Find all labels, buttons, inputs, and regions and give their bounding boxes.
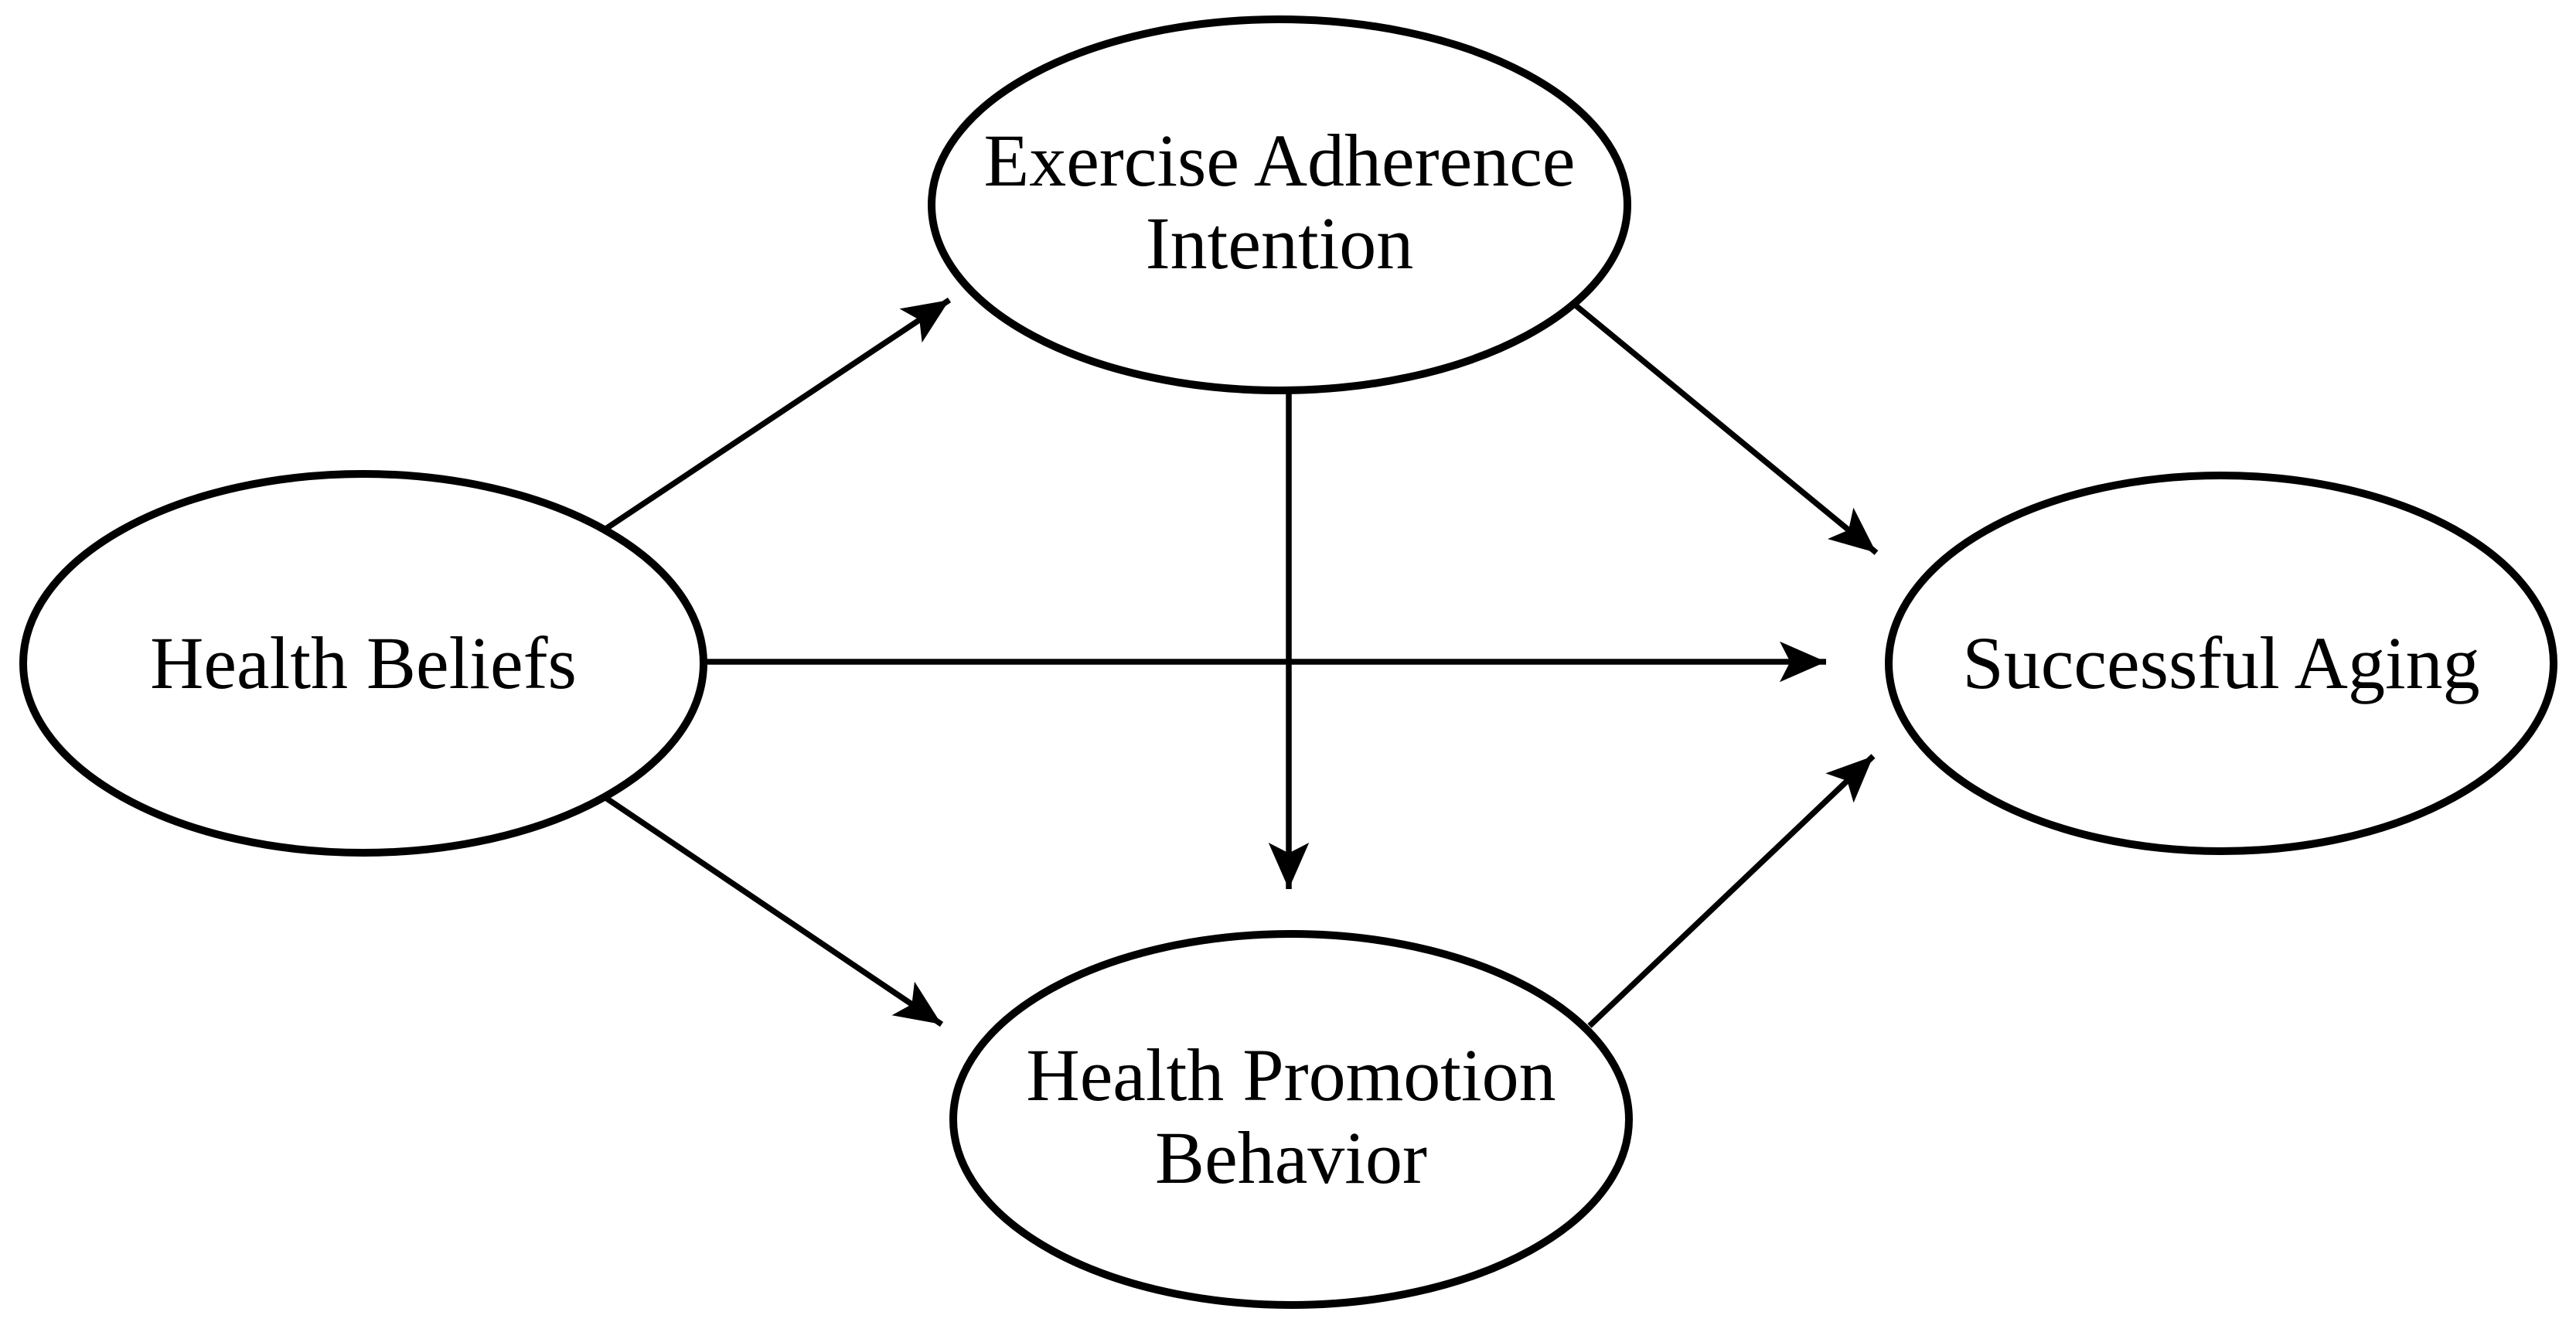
- node-ellipse-health-beliefs: [19, 470, 707, 857]
- node-health-beliefs: Health Beliefs: [19, 470, 707, 857]
- node-ellipse-exercise-adherence-intention: [928, 15, 1631, 394]
- edge-health-beliefs-to-health-promotion-behavior: [602, 794, 944, 1027]
- node-label-successful-aging: Successful Aging: [1962, 622, 2479, 704]
- node-label-line: Behavior: [1155, 1116, 1427, 1199]
- edges-layer: [602, 297, 1879, 1028]
- edge-health-promotion-behavior-to-successful-aging: [1587, 754, 1876, 1028]
- node-label-line: Successful Aging: [1962, 622, 2479, 704]
- edge-exercise-adherence-intention-to-successful-aging: [1573, 303, 1879, 555]
- node-ellipse-health-promotion-behavior: [949, 930, 1633, 1309]
- node-label-line: Intention: [1146, 202, 1414, 285]
- node-label-line: Exercise Adherence: [984, 119, 1576, 202]
- edge-health-beliefs-to-exercise-adherence-intention: [602, 297, 952, 533]
- node-label-line: Health Promotion: [1026, 1034, 1555, 1116]
- node-ellipse-successful-aging: [1885, 472, 2557, 855]
- node-label-line: Health Beliefs: [150, 622, 577, 704]
- node-label-health-beliefs: Health Beliefs: [150, 622, 577, 704]
- node-successful-aging: Successful Aging: [1885, 472, 2557, 855]
